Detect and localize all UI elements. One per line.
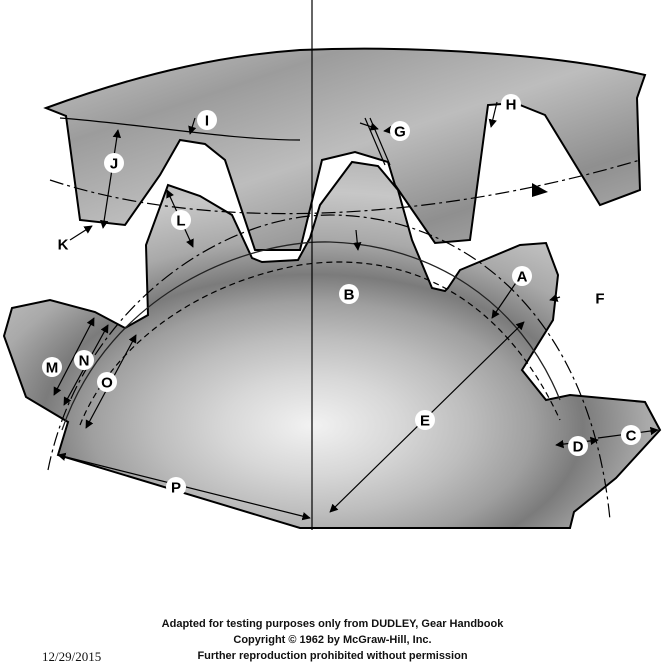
- label-L: L: [171, 210, 191, 230]
- label-P: P: [166, 477, 186, 497]
- label-I: I: [197, 110, 217, 130]
- svg-text:P: P: [171, 480, 181, 497]
- svg-text:K: K: [58, 237, 69, 254]
- credit-line-3: Further reproduction prohibited without …: [197, 650, 468, 662]
- svg-text:H: H: [506, 97, 517, 114]
- label-H: H: [501, 94, 521, 114]
- date-stamp: 12/29/2015: [42, 649, 102, 664]
- svg-text:N: N: [79, 353, 90, 370]
- svg-text:C: C: [626, 428, 637, 445]
- label-M: M: [42, 357, 62, 377]
- label-B: B: [339, 284, 359, 304]
- label-O: O: [97, 372, 117, 392]
- label-K: K: [58, 237, 69, 254]
- svg-text:E: E: [420, 413, 430, 430]
- label-J: J: [104, 153, 124, 173]
- pitch-line-arrow: [532, 183, 548, 197]
- svg-text:J: J: [110, 156, 118, 173]
- svg-text:F: F: [595, 291, 604, 308]
- label-A: A: [512, 266, 532, 286]
- label-N: N: [74, 350, 94, 370]
- svg-text:G: G: [394, 124, 406, 141]
- upper-gear-body: [43, 47, 647, 251]
- svg-text:I: I: [205, 113, 209, 130]
- upper-outer-arc: [59, 117, 301, 141]
- label-C: C: [621, 425, 641, 445]
- svg-text:M: M: [46, 360, 59, 377]
- lower-pitch-arc: [47, 214, 611, 521]
- credit-line-2: Copyright © 1962 by McGraw-Hill, Inc.: [233, 634, 432, 646]
- svg-text:A: A: [517, 269, 528, 286]
- svg-text:D: D: [573, 439, 584, 456]
- label-G: G: [390, 121, 410, 141]
- svg-text:L: L: [176, 213, 185, 230]
- svg-text:O: O: [101, 375, 113, 392]
- credit-line-1: Adapted for testing purposes only from D…: [161, 618, 504, 630]
- svg-text:B: B: [344, 287, 355, 304]
- label-F: F: [595, 291, 604, 308]
- label-E: E: [415, 410, 435, 430]
- label-D: D: [568, 436, 588, 456]
